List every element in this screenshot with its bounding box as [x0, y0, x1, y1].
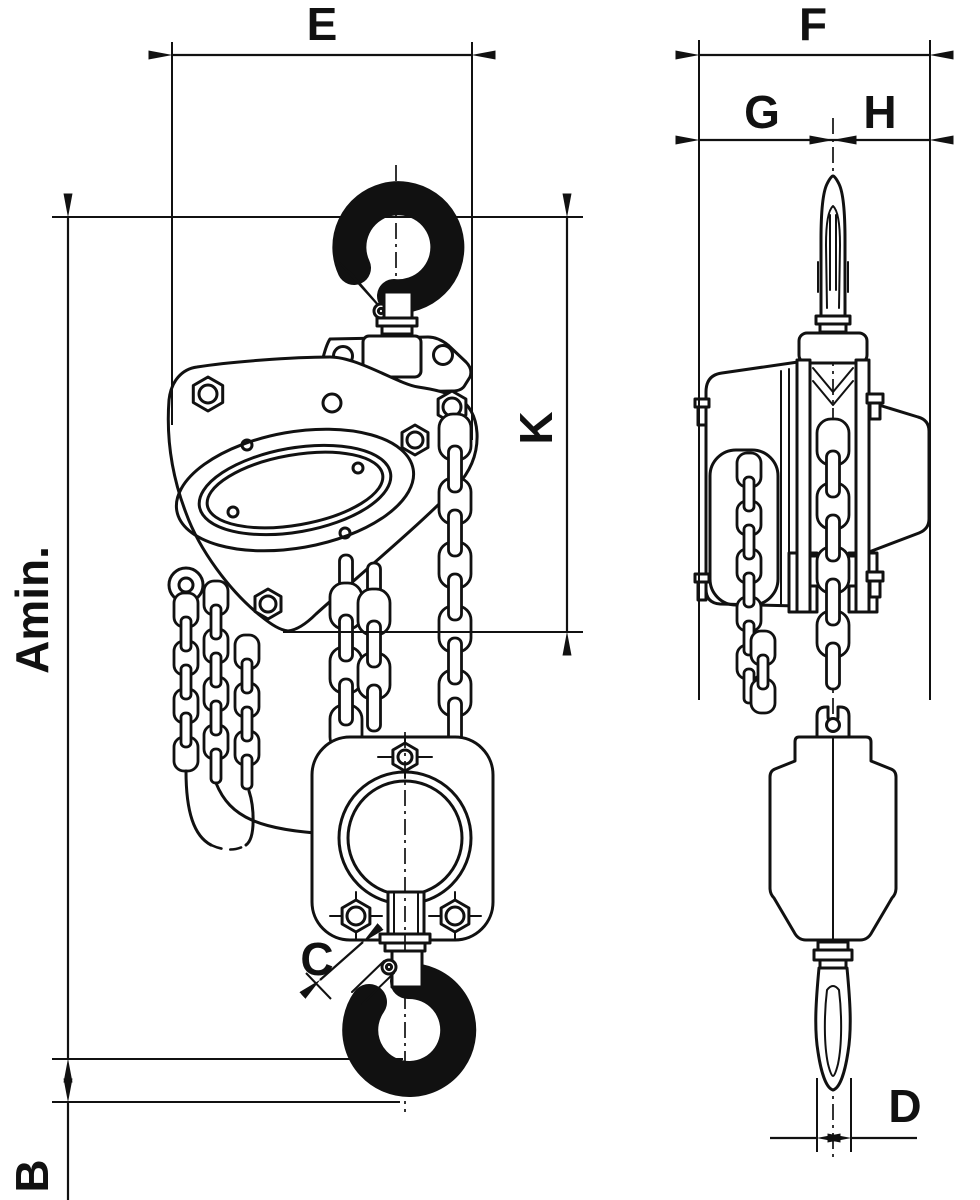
housing-nut-bottom — [253, 587, 283, 621]
hand-chain-loop-left — [184, 769, 213, 847]
dimension-label-f: F — [799, 0, 827, 50]
dimension-k: K — [52, 193, 583, 656]
side-right-cover — [867, 400, 931, 554]
side-hook-block — [768, 705, 898, 970]
side-bolt-right-bottom — [865, 570, 885, 599]
side-bolt-left-top — [693, 397, 711, 427]
dimension-f: F — [675, 0, 954, 700]
hand-chain — [172, 579, 332, 851]
side-body — [693, 331, 931, 715]
dimension-label-b: B — [6, 1159, 58, 1192]
dimension-h: H — [809, 86, 954, 145]
hand-chain-loop-hidden — [209, 843, 248, 851]
dimension-label-c: C — [300, 933, 333, 985]
side-bolt-right-top — [865, 392, 885, 421]
dimensions: E F G H K Amin. — [6, 0, 954, 1200]
dimension-label-k: K — [510, 411, 562, 444]
side-load-chain — [815, 417, 851, 691]
dimension-c: C — [299, 923, 384, 1000]
dimension-label-e: E — [307, 0, 338, 50]
dimension-d: D — [770, 1078, 922, 1152]
dimension-label-g: G — [744, 86, 780, 138]
front-view — [166, 165, 495, 1112]
dimension-label-a-min: Amin. — [6, 546, 58, 674]
hand-chain-guide-roller — [167, 566, 205, 604]
gear-cover-oval — [174, 427, 416, 553]
gear-housing — [166, 355, 479, 633]
hand-chain-sweep — [214, 781, 332, 836]
housing-nut-right — [400, 423, 430, 457]
side-top-hook — [814, 174, 852, 334]
top-hook — [332, 181, 465, 336]
side-plate-right — [854, 358, 871, 614]
dimension-g: G — [675, 86, 857, 145]
block-nut-right — [428, 891, 482, 941]
dimension-label-h: H — [863, 86, 896, 138]
dimension-a-min: Amin. — [6, 193, 403, 1083]
side-view — [693, 118, 931, 1162]
side-plate-left — [795, 358, 812, 614]
block-nut-top — [377, 735, 433, 779]
side-chain-anchor — [812, 367, 854, 406]
side-bolt-left-bottom — [693, 572, 711, 602]
side-bottom-hook — [814, 966, 852, 1092]
housing-nut-top-left — [191, 375, 225, 413]
dimension-e: E — [148, 0, 496, 440]
dimension-label-d: D — [888, 1080, 921, 1132]
side-suspension-bracket — [797, 331, 869, 365]
dimension-b: B — [6, 1078, 400, 1200]
